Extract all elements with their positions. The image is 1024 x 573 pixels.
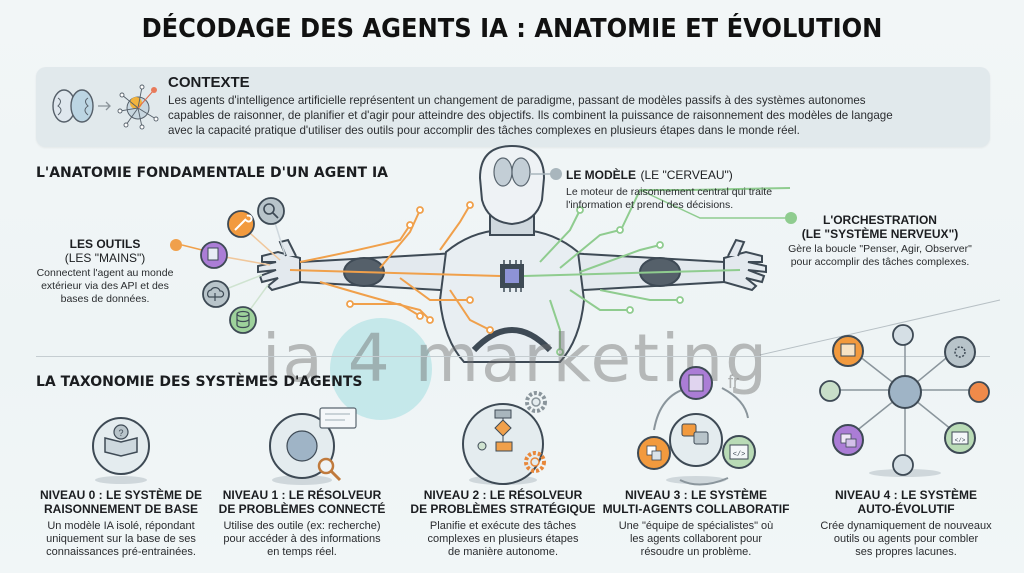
orchestration-circuit-lines [523, 187, 791, 352]
tools-circuit-nodes [346, 201, 494, 334]
globe-search-icon [269, 407, 357, 485]
context-text: Les agents d'intelligence artificielle r… [168, 93, 968, 138]
orchestration-title: L'ORCHESTRATION [823, 213, 937, 227]
tools-desc-line: extérieur via des API et des [41, 280, 169, 292]
svg-text:</>: </> [733, 451, 746, 459]
context-title: CONTEXTE [168, 74, 250, 91]
robot-left-hand [257, 238, 301, 292]
level-desc-line: Une "équipe de spécialistes" où [618, 520, 774, 532]
tools-subtitle: (LES "MAINS") [64, 251, 146, 265]
level-desc-line: Un modèle IA isolé, répondant [47, 520, 195, 532]
tools-label: LES OUTILS (LES "MAINS") Connectent l'ag… [30, 237, 180, 306]
model-label: LE MODÈLE (LE "CERVEAU") Le moteur de ra… [566, 166, 816, 212]
model-desc-line: Le moteur de raisonnement central qui tr… [566, 186, 773, 198]
self-evolving-network-icon: </> [819, 324, 990, 477]
level-desc-line: Crée dynamiquement de nouveaux [820, 520, 992, 532]
orchestration-circuit-nodes [556, 206, 684, 356]
document-hand-icon [200, 241, 271, 269]
neural-network-icon [117, 84, 159, 130]
orchestration-bullet [785, 212, 797, 224]
level-desc-line: de manière autonome. [447, 546, 559, 558]
model-subtitle: (LE "CERVEAU") [640, 168, 733, 182]
level-title: NIVEAU 4 : LE SYSTÈME [834, 488, 978, 502]
model-desc-line: l'information et prend des décisions. [566, 199, 734, 211]
flowchart-gears-icon [462, 391, 547, 485]
tools-desc-line: Connectent l'agent au monde [36, 267, 174, 279]
model-title: LE MODÈLE [566, 168, 637, 182]
svg-text:?: ? [118, 428, 123, 438]
level-desc-line: les agents collaborent pour [629, 533, 763, 545]
anatomy-heading: L'ANATOMIE FONDAMENTALE D'UN AGENT IA [36, 165, 388, 181]
watermark-suffix: fr [728, 372, 739, 392]
orchestration-desc-line: Gère la boucle "Penser, Agir, Observer" [788, 243, 972, 255]
section-divider [36, 356, 990, 357]
context-panel: CONTEXTE Les agents d'intelligence artif… [36, 67, 990, 147]
level-desc-line: connaissances pré-entrainées. [46, 546, 196, 558]
brain-icon [52, 89, 94, 123]
level-2-card: NIVEAU 2 : LE RÉSOLVEUR DE PROBLÈMES STR… [403, 488, 603, 559]
level-title: NIVEAU 3 : LE SYSTÈME [624, 488, 768, 502]
tools-bullet [170, 239, 182, 251]
cpu-chip-icon [500, 260, 524, 292]
level-title: MULTI-AGENTS COLLABORATIF [602, 502, 790, 516]
brain-to-network-icon [52, 84, 159, 130]
context-line: avec la capacité pratique d'utiliser des… [168, 124, 800, 137]
level-desc-line: en temps réel. [267, 546, 337, 558]
orchestration-desc-line: pour accomplir des tâches complexes. [790, 256, 970, 268]
context-line: Les agents d'intelligence artificielle r… [168, 94, 866, 107]
robot-right-hand [723, 238, 767, 292]
context-line: capables de raisonner, de planifier et d… [168, 109, 893, 122]
multi-agent-cycle-icon: </> [637, 366, 756, 486]
database-icon [229, 284, 269, 334]
tools-circuit-lines [289, 204, 501, 331]
level-title: AUTO-ÉVOLUTIF [857, 502, 955, 516]
level-desc-line: ses propres lacunes. [855, 546, 957, 558]
level-title: NIVEAU 2 : LE RÉSOLVEUR [423, 488, 583, 502]
watermark-circle [330, 318, 432, 420]
level-0-card: NIVEAU 0 : LE SYSTÈME DE RAISONNEMENT DE… [21, 488, 221, 559]
level-desc-line: pour accéder à des informations [223, 533, 381, 545]
cloud-upload-icon [202, 274, 263, 308]
tools-title: LES OUTILS [69, 237, 141, 251]
level-desc-line: complexes en plusieurs étapes [427, 533, 579, 545]
level-title: DE PROBLÈMES CONNECTÉ [218, 502, 386, 516]
brain-icon [493, 157, 531, 187]
level-title: RAISONNEMENT DE BASE [43, 502, 198, 516]
level-desc-line: Utilise des outile (ex: recherche) [223, 520, 381, 532]
arrow-right-icon [98, 101, 111, 111]
level-desc-line: uniquement sur la base de ses [46, 533, 196, 545]
level-1-card: NIVEAU 1 : LE RÉSOLVEUR DE PROBLÈMES CON… [202, 488, 402, 559]
level-title: NIVEAU 0 : LE SYSTÈME DE [39, 488, 203, 502]
level-title: DE PROBLÈMES STRATÉGIQUE [410, 502, 596, 516]
robot-head [478, 144, 546, 226]
tools-desc-line: bases de données. [60, 293, 150, 305]
wrench-icon [227, 210, 281, 261]
page-title: DÉCODAGE DES AGENTS IA : ANATOMIE ET ÉVO… [141, 14, 883, 44]
orchestration-label: L'ORCHESTRATION (LE "SYSTÈME NERVEUX") G… [770, 213, 990, 269]
level-title: NIVEAU 1 : LE RÉSOLVEUR [222, 488, 382, 502]
model-bullet [550, 168, 562, 180]
orchestration-subtitle: (LE "SYSTÈME NERVEUX") [801, 227, 959, 241]
level-4-card: NIVEAU 4 : LE SYSTÈME AUTO-ÉVOLUTIF Crée… [806, 488, 1006, 559]
level-3-card: NIVEAU 3 : LE SYSTÈME MULTI-AGENTS COLLA… [596, 488, 796, 559]
level-desc-line: outils ou agents pour combler [833, 533, 979, 545]
taxonomy-heading: LA TAXONOMIE DES SYSTÈMES D'AGENTS [36, 374, 363, 390]
level-desc-line: Planifie et exécute des tâches [429, 520, 577, 532]
svg-text:</>: </> [955, 437, 966, 444]
level-desc-line: résoudre un problème. [640, 546, 752, 558]
book-question-icon: ? [92, 417, 150, 484]
search-icon [257, 197, 286, 256]
